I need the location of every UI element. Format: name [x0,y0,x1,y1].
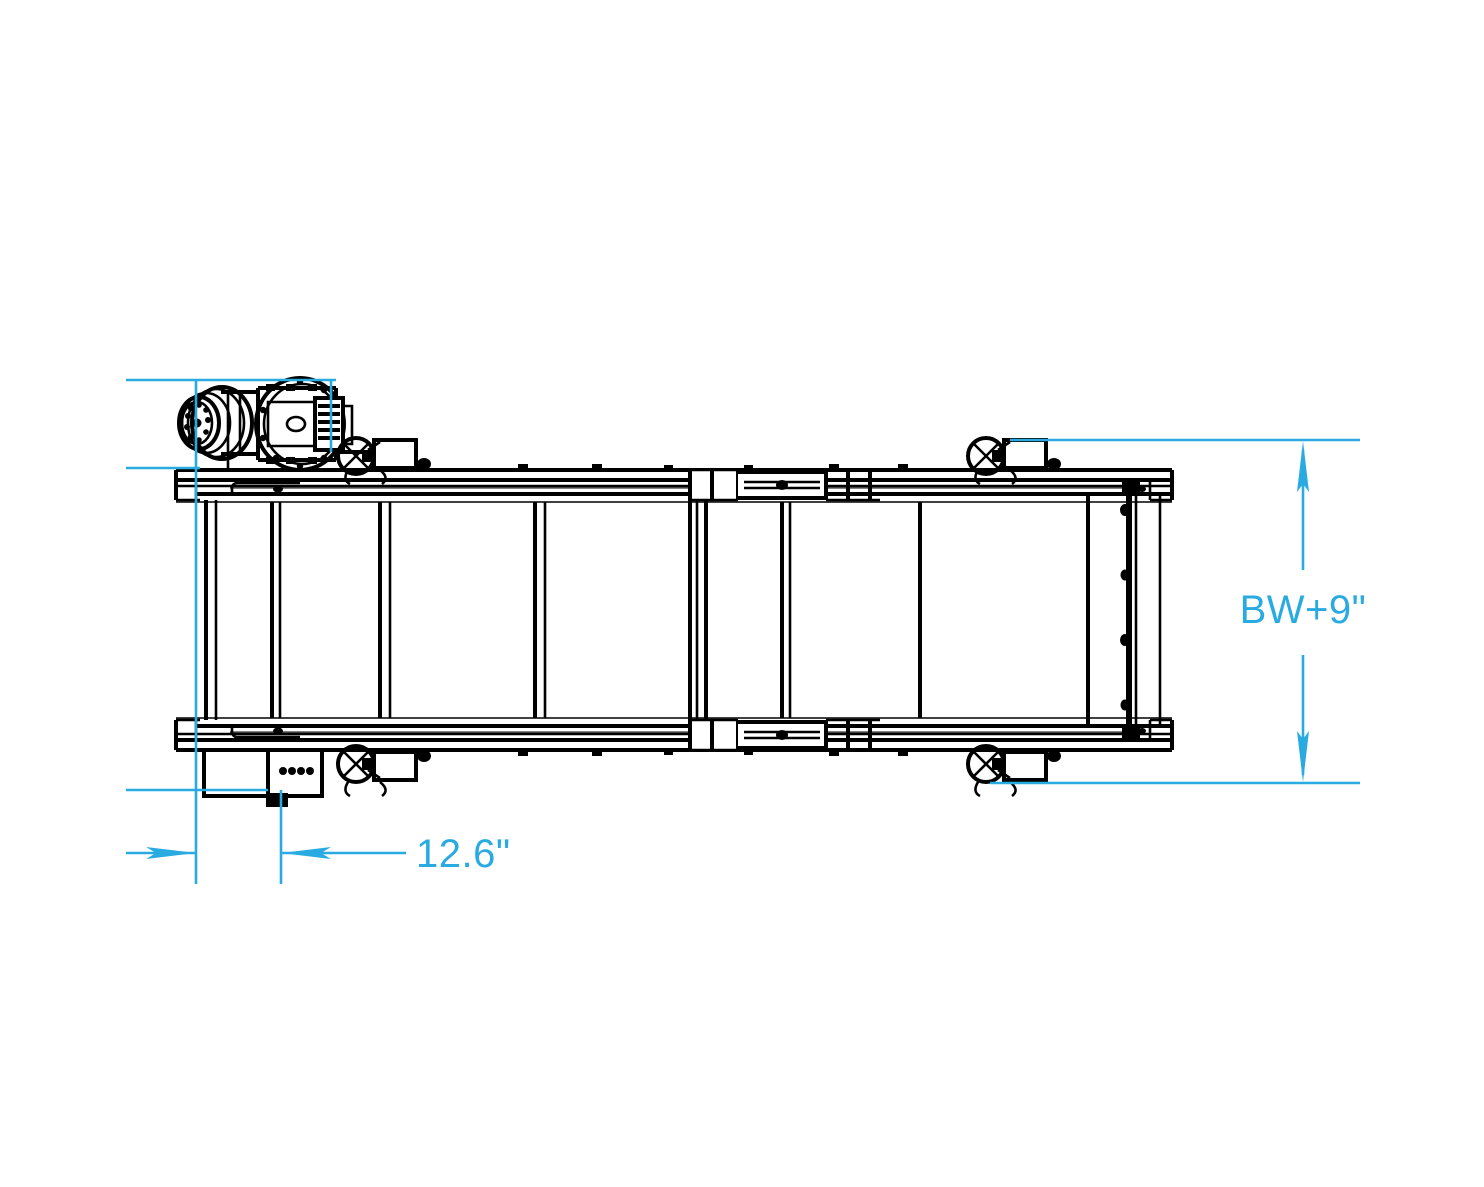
frame-bottom-rail [174,718,1174,752]
splice-joint-bottom [688,718,880,752]
arrowhead-up [1297,441,1309,492]
frame-top-rail [174,468,1174,502]
handwheel-adjuster [966,436,1061,486]
tail-pulley [1120,494,1132,726]
frame-stringers [176,501,1172,719]
take-up-assembly [1088,480,1172,740]
width-dimension: BW+9" [990,438,1367,785]
arrowhead-left-inward [146,847,196,859]
drive-offset-dimension-label: 12.6" [416,832,511,876]
motor-fan-cover [177,385,254,461]
cross-member [378,502,392,718]
cross-member-splice-right [780,502,792,718]
cross-member [204,500,218,720]
junction-box [202,748,324,807]
arrowhead-down [1297,731,1309,782]
cross-member-splice-left [688,500,708,720]
handwheel-adjuster [336,436,431,486]
handwheel-adjuster [336,744,431,798]
splice-joint [688,468,880,752]
cable-gland [279,767,314,775]
splice-joint-top [688,468,880,502]
arrowhead-right-inward [281,847,331,859]
cross-member [270,502,282,718]
width-dimension-label: BW+9" [1240,588,1367,632]
drive-offset-dimension: 12.6" [126,378,511,884]
shaft-coupling-guard [313,396,354,452]
cross-member [533,502,547,718]
